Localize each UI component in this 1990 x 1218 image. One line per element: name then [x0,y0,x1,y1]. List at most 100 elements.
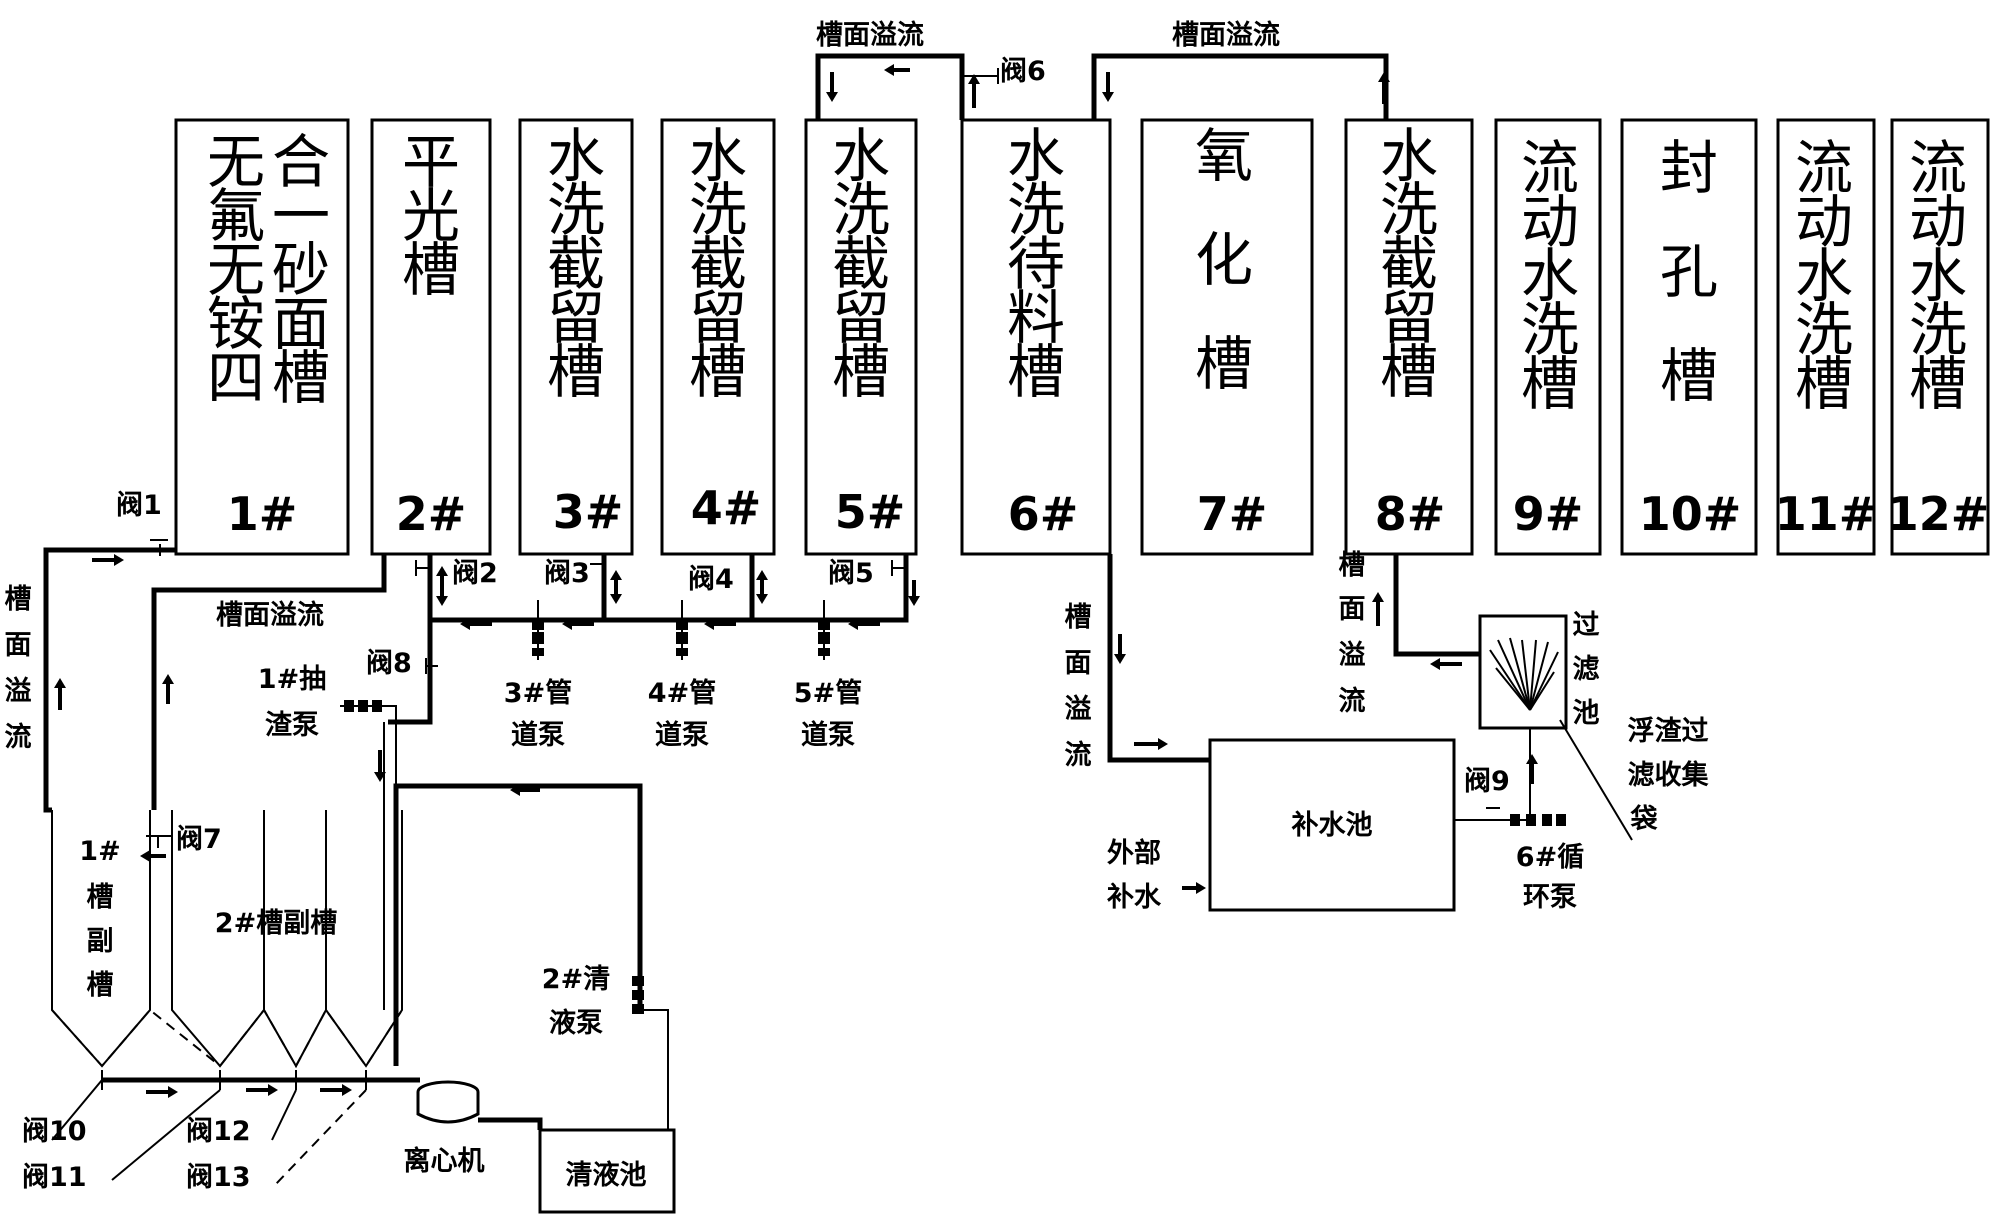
arrow-down [908,580,920,606]
pump-4: 4#管 道泵 [648,600,716,751]
bottom-collection-line: 阀10 阀11 阀12 阀13 [22,1070,420,1193]
sub-tank-outlines [51,810,403,1069]
tank-9-number: 9# [1513,487,1584,541]
sub-tank-1-c1: 1# [79,836,120,867]
arrow-left [704,618,736,630]
pump-4-label-1: 4#管 [648,678,716,709]
tank-2: 平光槽 2# [370,118,492,556]
pump-3: 3#管 道泵 [504,600,572,751]
valve-8 [425,658,438,674]
return-line-345: 阀2 阀3 阀4 阀5 [388,554,920,725]
overflow-left-c3: 溢 [5,676,32,707]
filter-pool-c3: 池 [1573,698,1600,729]
valve-7 [146,835,172,848]
arrow-right [1134,738,1168,750]
overflow-6-c3: 溢 [1065,694,1092,725]
overflow-5-to-6: 槽面溢流 阀6 [815,20,1046,120]
arrow-up [968,74,980,108]
filter-pool: 过 滤 池 浮渣过 滤收集 袋 [1478,610,1709,841]
arrow-left [140,850,166,862]
arrow-down [826,72,838,102]
circ-pump-label-1: 6#循 [1516,842,1584,873]
sub-tank-2-label: 2#槽副槽 [215,908,337,939]
scum-bag-fan [1489,637,1559,711]
tank-2-number: 2# [396,487,467,541]
arrow-left [562,618,594,630]
tank-6-number: 6# [1008,487,1079,541]
valve-13-label: 阀13 [186,1162,251,1193]
arrow-down [1102,72,1114,102]
tank-7: 氧化槽 7# [1140,118,1314,556]
tank-1-name-col-2: 合一砂面槽 [272,128,330,412]
arrow-down [374,750,386,782]
overflow-left-c1: 槽 [5,584,32,615]
arrow-left [510,784,540,796]
sub-tank-1-c3: 副 [87,926,114,957]
tank-8: 水洗截留槽 8# [1344,118,1474,556]
arrow-updown [610,570,622,604]
clear-liquid-pump: 2#清 液泵 [542,964,644,1039]
tank-12-number: 12# [1887,487,1990,541]
tank-5: 水洗截留槽 5# [804,118,918,556]
tank-7-number: 7# [1197,487,1268,541]
arrow-up [1526,754,1538,784]
overflow-6-c1: 槽 [1065,602,1092,633]
tank-11-name: 流动水洗槽 [1795,134,1853,418]
tank-2-name: 平光槽 [402,128,460,304]
arrow-left [884,64,910,76]
valve-5-label: 阀5 [828,558,874,589]
circulation-to-filter: 阀9 6#循 环泵 [1454,728,1584,913]
valve-2 [415,560,430,576]
arrow-left [848,618,880,630]
tank-5-number: 5# [835,485,906,539]
overflow-8-c4: 流 [1339,686,1366,717]
pump-3-label-2: 道泵 [511,719,565,751]
tank-4-number: 4# [691,481,762,535]
clear-pool-label: 清液池 [566,1160,647,1191]
filter-pool-c1: 过 [1573,610,1600,641]
arrow-down [1114,634,1126,664]
arrow-right [320,1084,352,1096]
centrifuge-label: 离心机 [404,1145,485,1177]
valve-12-label: 阀12 [186,1116,251,1147]
arrow-up [54,678,66,710]
tank-10: 封孔槽 10# [1620,118,1758,556]
valve-7-label: 阀7 [176,824,222,855]
tank-1-number: 1# [227,487,298,541]
valve-1-label: 阀1 [116,490,162,521]
pump-5-label-2: 道泵 [801,719,855,751]
tank-5-name: 水洗截留槽 [832,122,890,406]
overflow-tank2-sub2: 槽面溢流 阀7 [140,554,387,862]
overflow-6-c4: 流 [1065,740,1092,771]
valve-4-label: 阀4 [688,564,734,595]
slag-pump-label-2: 渣泵 [265,710,319,741]
valve-6-label: 阀6 [1000,56,1046,87]
arrow-up [162,674,174,704]
external-water-label-1: 外部 [1107,837,1161,869]
filter-return-to-8: 槽 面 溢 流 [1339,550,1480,717]
valve-6 [962,68,999,84]
arrow-up [1372,592,1384,626]
tank-7-name: 氧化槽 [1195,122,1253,398]
tank-11: 流动水洗槽 11# [1775,118,1878,556]
overflow-tank1-sub1: 阀1 槽 面 溢 流 [5,490,176,813]
valve-5 [891,560,906,576]
pump-5: 5#管 道泵 [794,600,862,751]
overflow-label-top-2: 槽面溢流 [1172,20,1280,51]
tank-11-number: 11# [1775,487,1878,541]
tank-1-name-col-1: 无氟无铵四 [207,128,265,412]
valve-1 [150,539,168,556]
overflow-6-to-makeup: 槽 面 溢 流 [1065,554,1210,771]
clear-pump-label-2: 液泵 [549,1008,603,1039]
overflow-label-top-1: 槽面溢流 [816,20,924,51]
valve-2-label: 阀2 [452,558,498,589]
tank-4: 水洗截留槽 4# [660,118,776,556]
overflow-6-c2: 面 [1065,648,1092,679]
valve-10-label: 阀10 [22,1116,87,1147]
tank-8-name: 水洗截留槽 [1380,122,1438,406]
tank-3-name: 水洗截留槽 [547,122,605,406]
slag-pump: 阀8 1#抽 渣泵 [258,648,438,1066]
overflow-sub2-label: 槽面溢流 [216,600,324,631]
overflow-left-c2: 面 [5,630,32,661]
